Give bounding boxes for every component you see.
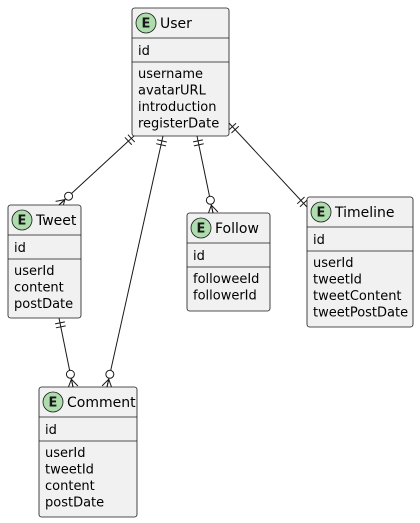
- entity-badge-letter: E: [49, 396, 58, 411]
- entity-badge-letter: E: [317, 206, 326, 221]
- entity-title: Follow: [215, 221, 259, 237]
- entity-title: Comment: [67, 395, 136, 411]
- crows-foot-prong: [210, 205, 214, 214]
- cardinality-bar: [156, 139, 167, 143]
- entity-field: userId: [14, 264, 54, 279]
- crows-foot-prong: [211, 204, 219, 213]
- cardinality-bar: [54, 321, 65, 325]
- cardinality-circle: [64, 191, 74, 201]
- entity-box: [131, 7, 230, 137]
- crows-foot-prong: [106, 379, 110, 388]
- relation-line: [106, 135, 164, 388]
- cardinality-bar: [193, 139, 204, 143]
- crows-foot-prong: [71, 378, 79, 387]
- entity-field: username: [138, 67, 203, 82]
- entity-badge-letter: E: [142, 17, 151, 32]
- entity-badge-icon: [310, 201, 332, 223]
- relations-layer: [54, 122, 308, 389]
- cardinality-circle: [65, 369, 75, 379]
- entity-box: [38, 386, 138, 518]
- entity-field: tweetPostDate: [313, 306, 408, 321]
- entity-badge-letter: E: [197, 222, 206, 237]
- entity-field: tweetId: [45, 463, 94, 478]
- relation-user-comment: [101, 135, 167, 389]
- entity-key-field: id: [45, 423, 57, 438]
- entity-field: content: [45, 479, 95, 494]
- entity-field: postDate: [45, 496, 104, 511]
- cardinality-circle: [205, 195, 215, 205]
- relation-tweet-comment: [54, 317, 79, 389]
- entity-key-field: id: [14, 241, 26, 256]
- cardinality-bar: [296, 196, 305, 205]
- entity-field: content: [14, 281, 64, 296]
- entity-field: tweetContent: [313, 289, 402, 304]
- entity-field: postDate: [14, 297, 73, 312]
- cardinality-bar: [228, 122, 237, 131]
- entity-key-field: id: [313, 233, 325, 248]
- relation-line: [228, 122, 308, 208]
- cardinality-circle: [105, 369, 115, 379]
- entity-field: followeeId: [193, 272, 259, 287]
- entity-key-field: id: [193, 249, 205, 264]
- entity-title: User: [160, 16, 192, 32]
- entity-title: Timeline: [334, 205, 395, 221]
- entity-box: [306, 196, 414, 328]
- crows-foot-prong: [207, 204, 212, 215]
- entity-key-field: id: [138, 44, 150, 59]
- crows-foot-prong: [55, 199, 65, 202]
- entity-field: introduction: [138, 100, 217, 115]
- crows-foot-prong: [70, 379, 74, 388]
- cardinality-bar: [124, 137, 133, 146]
- entity-box: [186, 212, 271, 312]
- crows-foot-prong: [67, 378, 72, 389]
- entity-box: [7, 204, 82, 319]
- entity-follow: E Follow id followeeId followerId: [186, 212, 271, 312]
- cardinality-bar: [156, 143, 167, 147]
- relation-user-follow: [193, 135, 219, 215]
- entity-badge-icon: [42, 391, 64, 413]
- cardinality-bar: [193, 143, 204, 147]
- entity-title: Tweet: [35, 213, 77, 229]
- cardinality-bar: [231, 125, 240, 134]
- entity-field: registerDate: [138, 117, 219, 132]
- entity-field: followerId: [193, 289, 257, 304]
- entity-badge-icon: [11, 209, 33, 231]
- cardinality-bar: [127, 134, 136, 143]
- relation-user-timeline: [228, 122, 308, 208]
- entity-field: userId: [313, 256, 353, 271]
- cardinality-bar: [299, 199, 308, 208]
- crows-foot-prong: [101, 378, 110, 387]
- entity-badge-icon: [135, 12, 157, 34]
- entity-field: userId: [45, 446, 85, 461]
- entity-badge-icon: [190, 217, 212, 239]
- relation-user-tweet: [55, 134, 136, 209]
- entity-field: avatarURL: [138, 84, 207, 99]
- entity-badge-letter: E: [18, 214, 27, 229]
- crows-foot-prong: [58, 199, 66, 206]
- entity-field: tweetId: [313, 273, 362, 288]
- cardinality-bar: [55, 325, 66, 329]
